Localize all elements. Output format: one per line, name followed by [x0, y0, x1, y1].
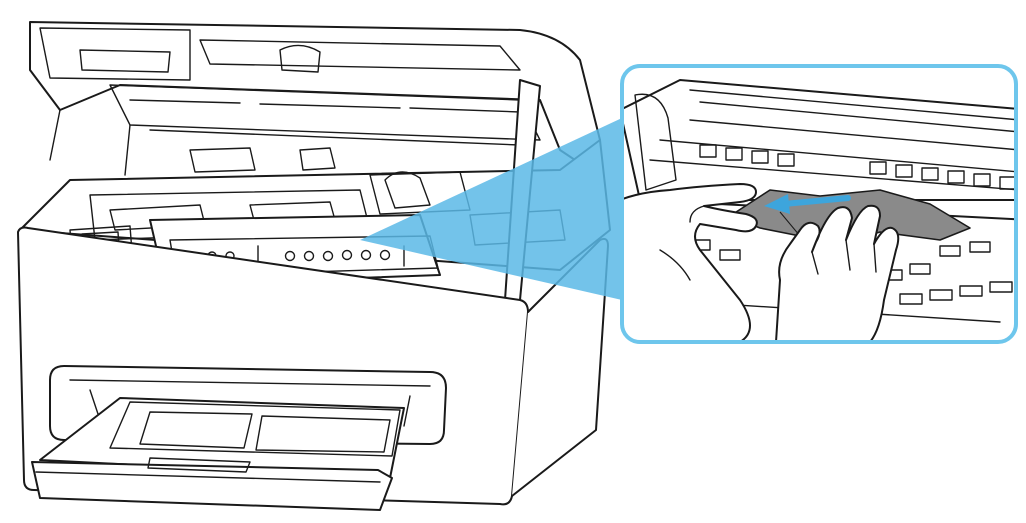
- pull-direction-arrow: [764, 194, 851, 214]
- right-hand: [775, 204, 900, 342]
- magnified-callout: [620, 64, 1018, 344]
- paper-output-tray: [31, 397, 405, 511]
- scanner-lid: [29, 21, 601, 176]
- callout-beam: [360, 118, 622, 300]
- left-hand: [622, 183, 758, 342]
